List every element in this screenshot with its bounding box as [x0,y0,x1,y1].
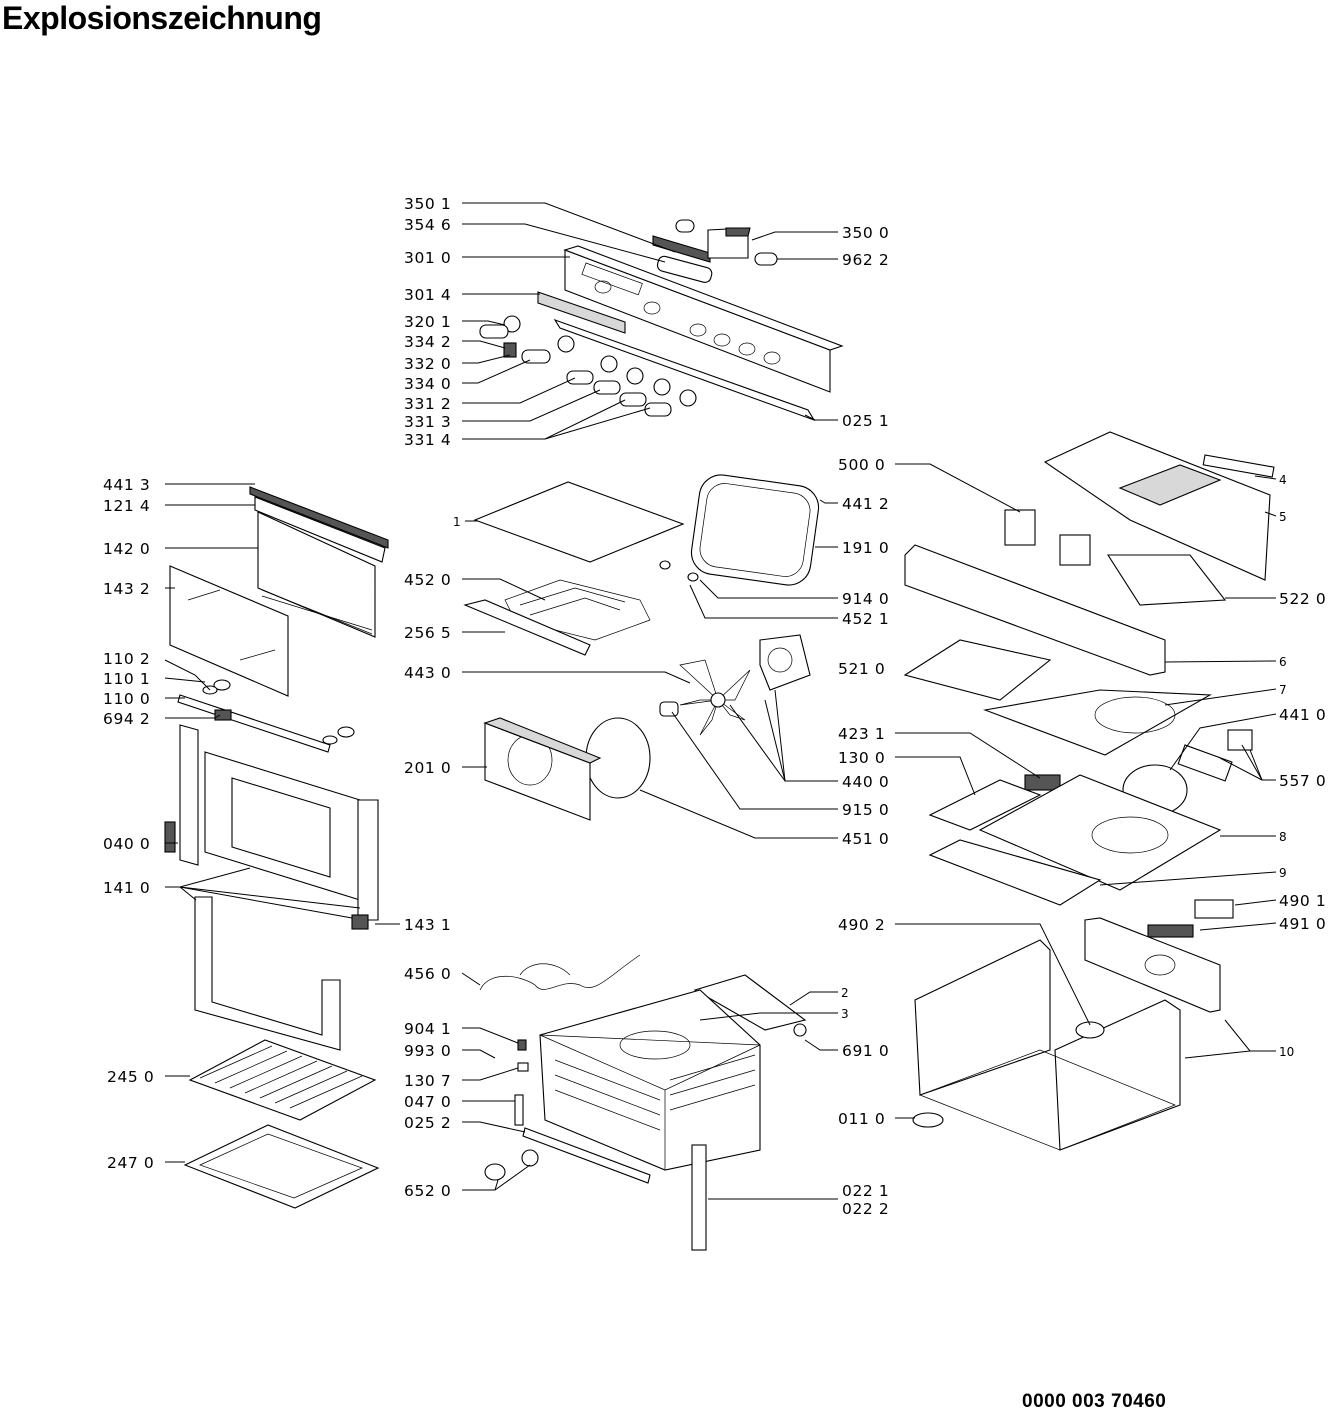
callout-025-1: 025 1 [842,412,889,430]
callout-247-0: 247 0 [107,1154,154,1172]
callout-143-2: 143 2 [103,580,150,598]
callout-3: 3 [841,1007,849,1021]
callout-110-1: 110 1 [103,670,150,688]
callout-301-0: 301 0 [404,249,451,267]
callout-962-2: 962 2 [842,251,889,269]
callout-040-0: 040 0 [103,835,150,853]
callout-201-0: 201 0 [404,759,451,777]
callout-452-0: 452 0 [404,571,451,589]
callout-10: 10 [1279,1045,1294,1059]
callout-245-0: 245 0 [107,1068,154,1086]
callout-301-4: 301 4 [404,286,451,304]
electronics-assembly [903,431,1275,1151]
door-assembly [164,486,389,1051]
callout-142-0: 142 0 [103,540,150,558]
callout-130-0: 130 0 [838,749,885,767]
callout-130-7: 130 7 [404,1072,451,1090]
callout-441-2: 441 2 [842,495,889,513]
callout-110-0: 110 0 [103,690,150,708]
callout-141-0: 141 0 [103,879,150,897]
callout-652-0: 652 0 [404,1182,451,1200]
callout-011-0: 011 0 [838,1110,885,1128]
callout-143-1: 143 1 [404,916,451,934]
callout-320-1: 320 1 [404,313,451,331]
callout-440-0: 440 0 [842,773,889,791]
callout-5: 5 [1279,510,1287,524]
callout-2: 2 [841,986,849,1000]
callout-557-0: 557 0 [1279,772,1326,790]
page-title: Explosionszeichnung [2,0,322,36]
callout-191-0: 191 0 [842,539,889,557]
callout-443-0: 443 0 [404,664,451,682]
callout-025-2: 025 2 [404,1114,451,1132]
callout-993-0: 993 0 [404,1042,451,1060]
callout-6: 6 [1279,655,1287,669]
callout-7: 7 [1279,683,1287,697]
control-panel-assembly [479,219,844,422]
callout-9: 9 [1279,866,1287,880]
oven-cavity [479,954,807,1251]
callout-8: 8 [1279,830,1287,844]
callout-500-0: 500 0 [838,456,885,474]
callout-691-0: 691 0 [842,1042,889,1060]
callout-350-1: 350 1 [404,195,451,213]
callout-256-5: 256 5 [404,624,451,642]
callout-331-4: 331 4 [404,431,451,449]
callout-354-6: 354 6 [404,216,451,234]
callout-334-2: 334 2 [404,333,451,351]
callout-331-2: 331 2 [404,395,451,413]
callout-452-1: 452 1 [842,610,889,628]
callout-1: 1 [453,515,461,529]
callout-522-0: 522 0 [1279,590,1326,608]
callout-423-1: 423 1 [838,725,885,743]
callout-4: 4 [1279,473,1287,487]
callout-121-4: 121 4 [103,497,150,515]
wire-rack [188,1039,377,1121]
callout-491-0: 491 0 [1279,915,1326,933]
leader-lines [164,202,1277,1200]
callout-915-0: 915 0 [842,801,889,819]
callout-110-2: 110 2 [103,650,150,668]
callout-490-1: 490 1 [1279,892,1326,910]
callout-441-3: 441 3 [103,476,150,494]
callout-047-0: 047 0 [404,1093,451,1111]
callout-451-0: 451 0 [842,830,889,848]
callout-694-2: 694 2 [103,710,150,728]
callout-334-0: 334 0 [404,375,451,393]
callout-022-1: 022 1 [842,1182,889,1200]
callout-022-2: 022 2 [842,1200,889,1218]
callout-332-0: 332 0 [404,355,451,373]
callout-521-0: 521 0 [838,660,885,678]
callout-labels: 350 1 354 6 301 0 301 4 320 1 334 2 332 … [103,195,1326,1218]
callout-441-0: 441 0 [1279,706,1326,724]
callout-490-2: 490 2 [838,916,885,934]
oven-interior-parts [463,474,820,821]
callout-904-1: 904 1 [404,1020,451,1038]
callout-456-0: 456 0 [404,965,451,983]
callout-350-0: 350 0 [842,224,889,242]
document-number: 0000 003 70460 [1022,1391,1167,1412]
baking-tray [183,1124,380,1209]
callout-331-3: 331 3 [404,413,451,431]
callout-914-0: 914 0 [842,590,889,608]
